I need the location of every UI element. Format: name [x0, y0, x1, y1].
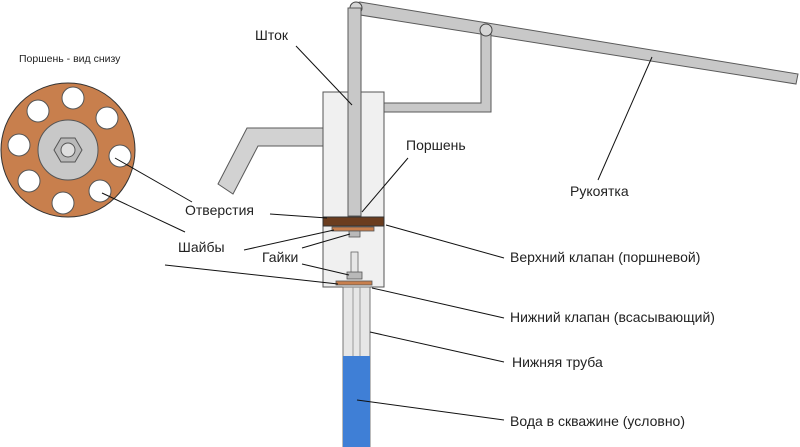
lower-valve-stem: [350, 251, 359, 275]
spout: [217, 127, 327, 195]
leader-lines: [101, 45, 653, 421]
lower-pipe: [342, 286, 371, 447]
label-well-water: Вода в скважине (условно): [510, 413, 685, 429]
label-piston-bottom-view: Поршень - вид снизу: [19, 53, 121, 65]
leader-nuts-2: [301, 263, 350, 276]
handle-link: [383, 29, 492, 113]
label-nuts: Гайки: [262, 249, 298, 265]
upper-nut: [348, 230, 361, 238]
handle-assembly: [349, 1, 799, 113]
label-lower-valve: Нижний клапан (всасывающий): [510, 309, 715, 325]
leader-washers-3: [164, 264, 339, 285]
handle-link-pin: [479, 23, 493, 37]
leader-rod: [295, 45, 353, 106]
lower-washer: [335, 280, 373, 286]
piston-bottom-view: [0, 82, 136, 218]
leader-lower-pipe: [369, 331, 505, 363]
piston-hole: [61, 86, 85, 110]
piston-hole: [26, 99, 50, 123]
lower-nut: [346, 271, 363, 280]
leader-upper-valve: [385, 224, 505, 259]
leader-well-water: [356, 399, 505, 421]
label-rod: Шток: [255, 27, 289, 43]
leader-washers-1: [101, 192, 186, 233]
leader-nuts-1: [301, 233, 351, 249]
label-handle: Рукоятка: [570, 183, 629, 199]
piston-hole: [108, 144, 132, 168]
piston-hole: [51, 191, 75, 215]
piston-hole: [88, 179, 112, 203]
label-washers: Шайбы: [178, 239, 225, 255]
nut-bolt: [60, 142, 76, 158]
upper-valve: [322, 216, 385, 238]
piston-hole: [7, 133, 31, 157]
lower-valve: [335, 251, 373, 286]
leader-holes-1: [114, 157, 193, 203]
leader-lower-valve: [371, 287, 505, 319]
label-piston: Поршень: [406, 137, 466, 153]
label-lower-pipe: Нижняя труба: [512, 354, 603, 370]
piston-hole: [17, 169, 41, 193]
leader-handle: [597, 56, 653, 181]
pump-rod: [347, 7, 362, 217]
label-holes: Отверстия: [185, 202, 254, 218]
leader-piston: [361, 157, 409, 213]
handle-lever: [351, 1, 799, 85]
piston-body: [322, 216, 385, 227]
upper-washer: [331, 226, 375, 232]
labels: Поршень - вид снизу Шток Поршень Рукоятк…: [19, 27, 715, 429]
piston-hole: [95, 106, 119, 130]
leader-holes-2: [269, 213, 328, 219]
piston-holes: [7, 86, 132, 215]
label-upper-valve: Верхний клапан (поршневой): [510, 249, 700, 265]
leader-washers-2: [243, 229, 335, 251]
